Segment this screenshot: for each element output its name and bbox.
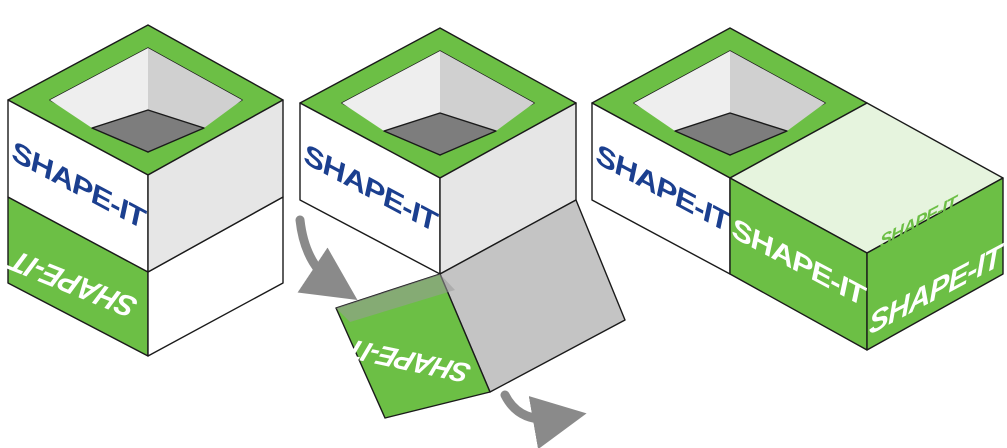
box-inner-floor <box>674 112 788 156</box>
box-side-face <box>147 99 284 273</box>
box-inner-wall-right <box>440 51 534 131</box>
box-inner-wall-left <box>342 51 440 131</box>
sleeve-fold-shadow <box>336 274 455 322</box>
step-1-group: SHAPE-IT SHAPE-IT <box>2 24 284 357</box>
curved-arrow-down-right <box>295 215 358 300</box>
box-inner-wall-right <box>148 48 242 128</box>
box-inner-wall-left <box>634 51 730 131</box>
box-inner-wall-right <box>730 51 825 131</box>
box-inner-wall-left <box>50 48 148 128</box>
curved-arrow-right <box>500 390 587 448</box>
step-2-group: SHAPE-IT SHAPE-IT <box>299 27 626 419</box>
box-inner-floor <box>383 112 497 156</box>
box-inner-floor <box>91 109 205 153</box>
step-3-group: SHAPE-IT SHAPE-IT SHAPE-IT SHAPE-IT <box>591 27 1004 351</box>
sleeve-side-face <box>866 177 1004 351</box>
